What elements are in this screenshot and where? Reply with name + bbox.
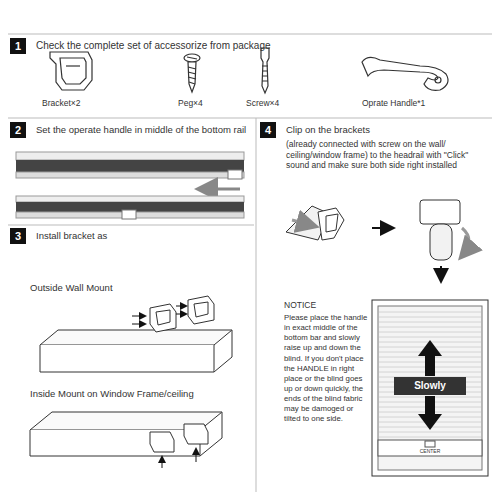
step-number: 3 [10, 228, 26, 244]
part-name: Bracket×2 [42, 98, 112, 109]
center-mark: CENTER [412, 448, 448, 454]
step-panel: Install bracket as 3 [10, 228, 252, 488]
step-number-text: 1 [15, 40, 21, 52]
outside-wall-mount-figure [40, 296, 232, 372]
part-name: Screw×4 [246, 98, 306, 109]
notice-heading: NOTICE [284, 300, 368, 311]
clip-bracket-figure [286, 200, 469, 280]
step-number: 2 [10, 122, 26, 138]
mount-type: Outside Wall Mount [30, 282, 230, 294]
motion-label: Slowly [394, 379, 466, 393]
window-blind-figure [372, 300, 488, 476]
step-heading: Set the operate handle in middle of the … [36, 124, 248, 136]
peg-icon [184, 54, 200, 92]
blind-rail-figures [16, 152, 244, 219]
step-heading: Check the complete set of accessorize fr… [36, 40, 476, 53]
notice-text: Please place the handle in exact middle … [284, 313, 368, 424]
step-heading: Install bracket as [36, 230, 248, 242]
step-number: 4 [260, 122, 276, 138]
panel-separators [8, 34, 492, 492]
step-heading: Clip on the brackets [286, 124, 486, 136]
screw-icon [261, 48, 269, 93]
mount-type: Inside Mount on Window Frame/ceiling [30, 388, 250, 400]
step-body: (already connected with screw on the wal… [286, 139, 486, 171]
step-number-text: 4 [265, 124, 271, 136]
step-number: 1 [10, 38, 26, 54]
inside-mount-figure [30, 412, 222, 468]
part-name: Oprate Handle*1 [362, 98, 472, 109]
step-panel: Set the operate handle in middle of the … [10, 122, 252, 222]
step-number-text: 3 [15, 230, 21, 242]
operate-handle-icon [362, 57, 448, 90]
step-number-text: 2 [15, 124, 21, 136]
bracket-icon [50, 52, 92, 90]
part-name: Peg×4 [178, 98, 228, 109]
